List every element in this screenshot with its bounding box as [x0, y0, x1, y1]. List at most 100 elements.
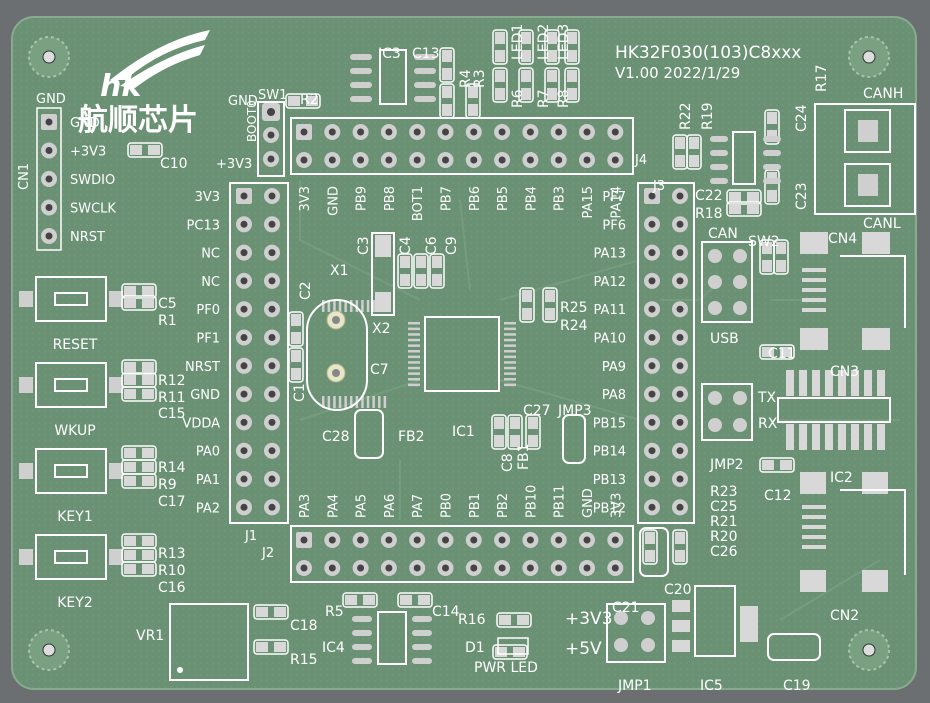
button-label: RESET [53, 337, 98, 353]
ref-label-c26: C26 [710, 544, 738, 560]
ref-label-r25: R25 [560, 300, 588, 316]
j2-pin-label: PB10 [524, 485, 539, 518]
button-body[interactable] [35, 276, 107, 322]
button-body[interactable] [35, 448, 107, 494]
usb-connector-cn4[interactable] [800, 232, 906, 350]
ref-label-c4: C4 [398, 236, 414, 255]
ref-label-r14: R14 [158, 460, 186, 476]
j3-pin-label: PA12 [594, 275, 626, 290]
j2-pin-label: PB0 [440, 493, 455, 518]
mcu-chip [322, 300, 516, 408]
j4-pin-label: PB5 [496, 186, 511, 211]
ref-label-rx: RX [758, 416, 778, 432]
j3-pin-label: PA11 [594, 303, 626, 318]
j4-ref: J4 [634, 153, 647, 168]
sw1-boot-switch[interactable] [257, 101, 285, 177]
j2-pin-label: PA4 [326, 494, 341, 518]
ref-label-fb1: FB1 [516, 443, 532, 470]
vr1-potentiometer[interactable] [169, 603, 249, 681]
j2-pin-label: PB2 [496, 493, 511, 518]
j1-pin-label: 3V3 [195, 190, 220, 205]
sw1-boot0-label: BOOT0 [245, 100, 259, 142]
jmp1-power-jumper[interactable] [606, 603, 666, 663]
ref-label-vr1: VR1 [136, 628, 164, 644]
cn1-pin-label: NRST [70, 230, 105, 245]
j2-ref: J2 [261, 546, 274, 561]
can-terminal-block[interactable] [814, 103, 916, 215]
ref-label-p3v3: +3V3 [565, 609, 613, 629]
cn3-connector[interactable] [777, 370, 891, 450]
ref-label-pwrled: PWR LED [474, 660, 538, 676]
ref-label-ic3: IC3 [378, 46, 401, 62]
ref-label-jmp2: JMP2 [709, 457, 744, 473]
ref-label-c14: C14 [432, 604, 460, 620]
ref-label-c20: C20 [664, 582, 692, 598]
j3-pin-label: PA8 [602, 388, 626, 403]
ref-label-led1: LED1 [510, 24, 526, 60]
ref-label-r23: R23 [710, 484, 738, 500]
ref-label-r11: R11 [158, 390, 186, 406]
j1-ref: J1 [244, 529, 257, 544]
j3-pin-label: PF7 [602, 190, 626, 205]
button-body[interactable] [35, 534, 107, 580]
ref-label-c16: C16 [158, 580, 186, 596]
ref-label-usb: USB [710, 331, 739, 347]
ic6-can-transceiver [710, 131, 781, 185]
ref-label-led3: LED3 [556, 24, 572, 60]
ref-label-canl: CANL [863, 216, 901, 232]
j2-pin-label: PA3 [298, 494, 313, 518]
txrx-header[interactable] [701, 383, 753, 441]
ref-label-led2: LED2 [536, 24, 552, 60]
j2-pin-label: PB11 [553, 485, 568, 518]
ref-label-ic5: IC5 [700, 678, 723, 694]
j4-pin-label: PA15 [581, 186, 596, 218]
can-usb-header[interactable] [701, 241, 753, 323]
ref-label-c18: C18 [290, 618, 318, 634]
ref-label-d1: D1 [465, 640, 485, 656]
sw1-3v3-label: +3V3 [216, 157, 252, 172]
ref-label-c12: C12 [764, 488, 792, 504]
j4-pin-label: 3V3 [298, 186, 313, 211]
j4-pin-label: GND [326, 186, 341, 216]
j1-pin-label: PF0 [196, 303, 220, 318]
ref-label-r24: R24 [560, 318, 588, 334]
j2-pin-label: PA7 [411, 494, 426, 518]
ref-label-c8: C8 [500, 453, 516, 472]
sw1-ref: SW1 [258, 88, 287, 103]
ref-label-ic2: IC2 [830, 470, 853, 486]
ref-label-r8: R8 [556, 89, 572, 108]
ref-label-x2: X2 [372, 321, 391, 337]
crystal-x1 [306, 299, 368, 411]
j1-pin-label: PA1 [196, 473, 220, 488]
ref-label-r16: R16 [458, 612, 486, 628]
ref-label-r17: R17 [814, 64, 830, 92]
j2-pin-label: 3V3 [609, 493, 624, 518]
ref-label-c21: C21 [612, 600, 640, 616]
j4-pin-label: PB4 [524, 186, 539, 211]
button-body[interactable] [35, 362, 107, 408]
ref-label-c27: C27 [523, 403, 551, 419]
ref-label-r15: R15 [290, 652, 318, 668]
j1-pin-label: PC13 [187, 218, 220, 233]
ref-label-c24: C24 [794, 104, 810, 132]
board-version: V1.00 2022/1/29 [615, 64, 740, 82]
ref-label-r4: R4 [458, 69, 474, 88]
ref-label-r2: R2 [300, 92, 319, 108]
ic3-regulator [350, 49, 436, 105]
ref-label-c2: C2 [298, 281, 314, 300]
ref-label-r6: R6 [510, 89, 526, 108]
ref-label-r7: R7 [536, 89, 552, 108]
j3-pin-label: PB15 [593, 416, 626, 431]
ref-label-r12: R12 [158, 373, 186, 389]
j3-header[interactable]: PF7PF6PA13PA12PA11PA10PA9PA8PB15PB14PB13… [593, 182, 695, 524]
ref-label-c13: C13 [412, 46, 440, 62]
smd-passives [121, 29, 821, 661]
ref-label-c7: C7 [370, 362, 389, 378]
cn1-pin-label: SWCLK [70, 202, 116, 217]
ref-label-c23: C23 [794, 182, 810, 210]
